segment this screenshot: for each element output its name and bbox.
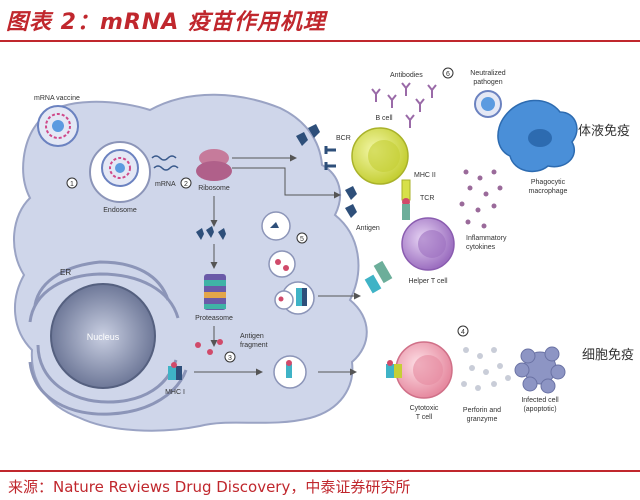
mrna-label: mRNA [155,181,176,188]
inflammatory-cytokines [459,169,503,229]
membrane-antigens [296,124,357,218]
cellular-immunity-label: 细胞免疫 [582,348,635,363]
perforin-granzyme [461,347,511,391]
b-cell [351,127,409,185]
b-cell-label: B cell [375,115,393,122]
helper-t-receptor [364,260,393,294]
ribosome [196,149,232,181]
nucleus-label: Nucleus [87,332,120,342]
phagocytic-label-2: macrophage [529,188,568,195]
mhc-i-vesicle [273,355,307,389]
cytotoxic-label-1: Cytotoxic [410,405,439,412]
step-1: 1 [70,181,74,188]
humoral-immunity-label: 体液免疫 [578,124,631,139]
host-cell [13,93,368,432]
mhc-i-label: MHC I [165,389,185,396]
vesicles [261,211,315,315]
source-divider [0,470,640,472]
mhc-i-molecule [168,362,182,380]
antigen-proteins [196,226,226,240]
step-2: 2 [184,181,188,188]
bcr-label: BCR [336,135,351,142]
antigen-label: Antigen [356,225,380,232]
proteasome-label: Proteasome [195,315,233,322]
neutralized-label-1: Neutralized [470,70,506,77]
antibodies [371,82,437,128]
mrna-vaccine-particle [37,105,79,147]
macrophage-nucleus [528,129,552,147]
neutralized-label-2: pathogen [473,79,502,86]
proteasome [204,274,226,310]
antibodies-label: Antibodies [390,72,423,79]
helper-t-cell [401,217,455,271]
endosome-label: Endosome [103,207,137,214]
ribosome-label: Ribosome [198,185,230,192]
antigen-fragments [195,339,223,355]
flow-arrows [194,154,361,376]
title-divider [0,40,640,42]
step-4: 4 [461,329,465,336]
infected-label-1: Infected cell [521,397,559,404]
infected-label-2: (apoptotic) [523,406,556,413]
er-label: ER [60,268,71,277]
chart-title: 图表 2：mRNA 疫苗作用机理 [6,10,326,35]
mrna-vaccine-label: mRNA vaccine [34,95,80,102]
antigen-fragment-label-2: fragment [240,342,268,349]
inflammatory-label-2: cytokines [466,244,496,251]
inflammatory-label-1: Inflammatory [466,235,507,242]
mhc-ii-tcr-link [401,179,411,220]
tcr-label: TCR [420,195,434,202]
perforin-label-1: Perforin and [463,407,501,414]
nucleus [50,283,156,389]
step-5: 5 [300,236,304,243]
er-membranes [28,260,188,416]
source-note: 来源：Nature Reviews Drug Discovery，中泰证券研究所 [8,478,411,496]
infected-cell [514,346,566,394]
mhc-ii-label: MHC II [414,172,436,179]
bcr-receptors [324,146,336,170]
cytotoxic-t-cell [395,341,453,399]
mrna-strands [151,155,179,171]
perforin-label-2: granzyme [467,416,498,423]
helper-t-label: Helper T cell [408,278,447,285]
phagocytic-label-1: Phagocytic [531,179,566,186]
step-markers [66,67,469,363]
endosome [89,141,151,203]
antigen-fragment-label-1: Antigen [240,333,264,340]
cytotoxic-receptor [386,360,402,378]
step-3: 3 [228,355,232,362]
step-6: 6 [446,71,450,78]
cytotoxic-label-2: T cell [416,414,433,421]
neutralized-pathogen [474,90,502,118]
